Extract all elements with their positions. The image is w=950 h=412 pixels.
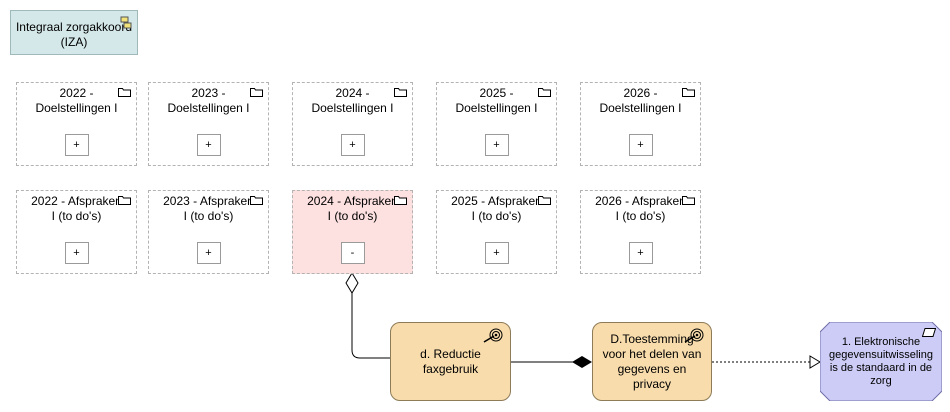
folder-icon	[538, 196, 551, 205]
group-doel-2024[interactable]: 2024 - Doelstellingen I +	[292, 82, 413, 166]
iza-label: Integraal zorgakkoord (IZA)	[15, 20, 133, 49]
folder-icon	[682, 88, 695, 97]
folder-icon	[118, 88, 131, 97]
group-afspraken-2024[interactable]: 2024 - Afspraken I (to do's) -	[292, 190, 413, 274]
group-doel-2026[interactable]: 2026 - Doelstellingen I +	[580, 82, 701, 166]
goal-reductie-faxgebruik[interactable]: d. Reductie faxgebruik	[390, 322, 511, 401]
group-label: 2025 - Afspraken I (to do's)	[451, 194, 542, 223]
group-doel-2022[interactable]: 2022 - Doelstellingen I +	[16, 82, 137, 166]
group-afspraken-2026[interactable]: 2026 - Afspraken I (to do's) +	[580, 190, 701, 274]
group-label: 2022 - Afspraken I (to do's)	[31, 194, 122, 223]
expand-button[interactable]: +	[196, 242, 221, 264]
expand-button[interactable]: +	[340, 134, 365, 156]
folder-icon	[394, 88, 407, 97]
group-afspraken-2023[interactable]: 2023 - Afspraken I (to do's) +	[148, 190, 269, 274]
expand-button[interactable]: +	[196, 134, 221, 156]
goal-label: D.Toestemming voor het delen van gegeven…	[602, 331, 702, 391]
expand-button[interactable]: +	[628, 242, 653, 264]
expand-button[interactable]: +	[484, 134, 509, 156]
goal-target-icon	[483, 328, 503, 343]
group-label: 2023 - Doelstellingen I	[167, 86, 250, 115]
goal-toestemming-privacy[interactable]: D.Toestemming voor het delen van gegeven…	[592, 322, 712, 401]
group-doel-2025[interactable]: 2025 - Doelstellingen I +	[436, 82, 557, 166]
group-label: 2022 - Doelstellingen I	[35, 86, 118, 115]
requirement-icon	[922, 328, 936, 337]
expand-button[interactable]: +	[484, 242, 509, 264]
folder-icon	[118, 196, 131, 205]
folder-icon	[250, 88, 263, 97]
expand-button[interactable]: +	[64, 134, 89, 156]
junction-icon	[120, 16, 132, 29]
group-doel-2023[interactable]: 2023 - Doelstellingen I +	[148, 82, 269, 166]
aggregation-diamond	[345, 272, 359, 294]
expand-button[interactable]: +	[64, 242, 89, 264]
requirement-elektronische-gegevensuitwisseling[interactable]: 1. Elektronische gegevensuitwisseling is…	[820, 322, 942, 401]
expand-button[interactable]: +	[628, 134, 653, 156]
group-afspraken-2022[interactable]: 2022 - Afspraken I (to do's) +	[16, 190, 137, 274]
group-label: 2026 - Doelstellingen I	[599, 86, 682, 115]
requirement-label: 1. Elektronische gegevensuitwisseling is…	[829, 335, 933, 387]
goal-target-icon	[684, 328, 704, 343]
group-afspraken-2025[interactable]: 2025 - Afspraken I (to do's) +	[436, 190, 557, 274]
group-label: 2023 - Afspraken I (to do's)	[163, 194, 254, 223]
group-label: 2024 - Afspraken I (to do's)	[307, 194, 398, 223]
group-label: 2025 - Doelstellingen I	[455, 86, 538, 115]
group-label: 2026 - Afspraken I (to do's)	[595, 194, 686, 223]
requirement-shape	[820, 322, 942, 401]
realization-arrowhead	[809, 355, 821, 369]
folder-icon	[394, 196, 407, 205]
folder-icon	[538, 88, 551, 97]
iza-node[interactable]: Integraal zorgakkoord (IZA)	[10, 10, 138, 55]
folder-icon	[682, 196, 695, 205]
group-label: 2024 - Doelstellingen I	[311, 86, 394, 115]
folder-icon	[250, 196, 263, 205]
goal-label: d. Reductie faxgebruik	[420, 346, 481, 376]
collapse-button[interactable]: -	[340, 242, 365, 264]
composition-diamond	[572, 356, 592, 368]
aggregation-connector	[351, 292, 391, 359]
